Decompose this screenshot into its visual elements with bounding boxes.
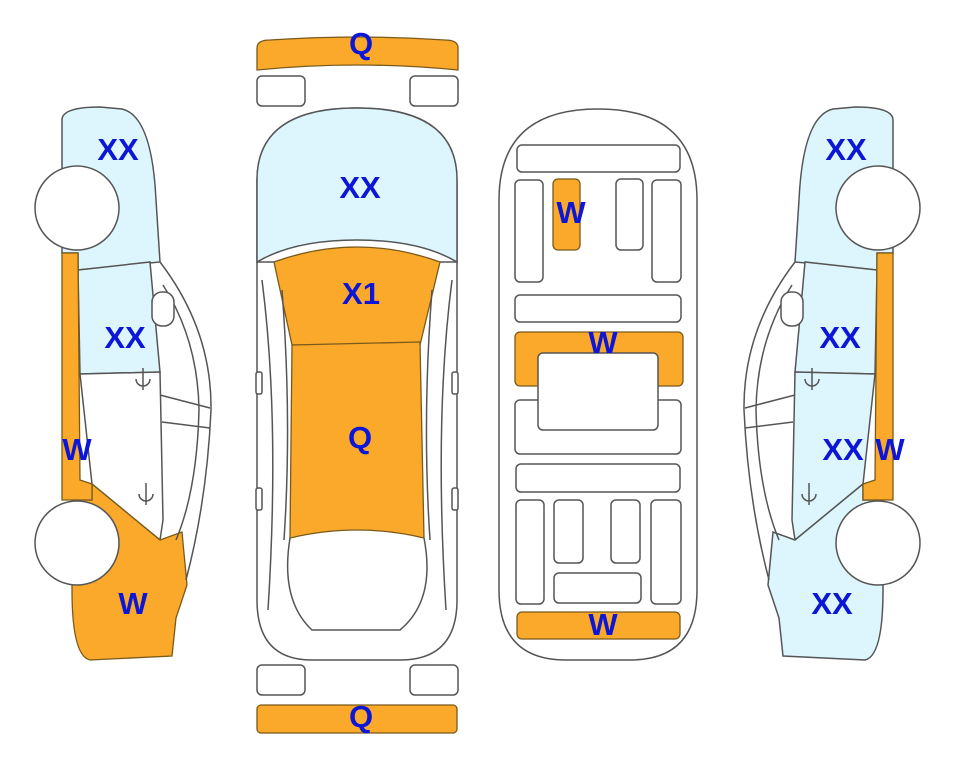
damage-label: W [62,432,92,467]
panel[interactable] [553,499,584,564]
rear-door[interactable] [791,371,876,542]
rear-door[interactable] [79,371,164,542]
damage-label: W [588,607,618,642]
panel-damaged[interactable] [552,178,581,251]
left-side-view: XX XX W W [34,106,212,661]
handle-left [255,487,263,511]
taillight-left [256,664,306,696]
greenhouse-outline [159,261,212,581]
side-sill[interactable] [61,252,93,501]
door-handle [801,368,820,505]
handle-right [451,487,459,511]
window-line [159,394,211,429]
damage-label: Q [349,26,373,61]
damage-label: X1 [342,276,380,311]
roof[interactable] [289,341,425,539]
damage-label: W [556,195,586,230]
damage-label: XX [822,432,864,467]
front-wheel [34,165,120,251]
panel[interactable] [516,144,681,173]
damage-label: W [118,586,148,621]
panel[interactable] [514,179,544,283]
greenhouse-inner [755,284,793,541]
panel[interactable] [515,499,545,605]
headlight-left [256,75,306,107]
damage-label: Q [349,699,373,734]
damage-label: XX [339,170,381,205]
panel[interactable] [610,499,641,564]
mirror-left [255,371,263,395]
rear-wheel [34,500,120,586]
front-door[interactable] [794,261,878,375]
side-mirror [780,291,804,327]
right-side-view: XX XX XX W XX [743,106,921,661]
side-mirror [151,291,175,327]
door-handle [135,368,154,505]
damage-label: W [875,432,905,467]
mirror-right [451,371,459,395]
headlight-right [409,75,459,107]
top-view: Q XX X1 Q Q [255,26,459,734]
top-lines [257,261,457,631]
front-door[interactable] [77,261,161,375]
panel[interactable] [651,179,682,283]
rear-wheel [835,500,921,586]
windshield[interactable] [273,246,441,346]
panel[interactable] [553,572,642,604]
panel-damaged[interactable] [516,611,681,640]
damage-label: W [588,325,618,360]
panel[interactable] [514,294,682,323]
damage-label: XX [819,320,861,355]
taillight-right [409,664,459,696]
front-bumper[interactable] [256,36,459,71]
window-line [744,394,796,429]
rear-bumper[interactable] [256,704,458,734]
panel[interactable] [515,463,681,493]
damage-label: Q [348,420,372,455]
front-wheel [835,165,921,251]
panel[interactable] [650,499,682,605]
underbody-view: W W W [498,108,698,661]
center-panel[interactable] [537,352,659,431]
damage-label: XX [104,320,146,355]
greenhouse-outline [743,261,796,581]
greenhouse-inner [162,284,200,541]
damage-label: XX [97,132,139,167]
hood[interactable] [256,107,458,264]
side-sill[interactable] [862,252,894,501]
damage-label: XX [825,132,867,167]
damage-label: XX [811,586,853,621]
panel[interactable] [615,178,644,251]
